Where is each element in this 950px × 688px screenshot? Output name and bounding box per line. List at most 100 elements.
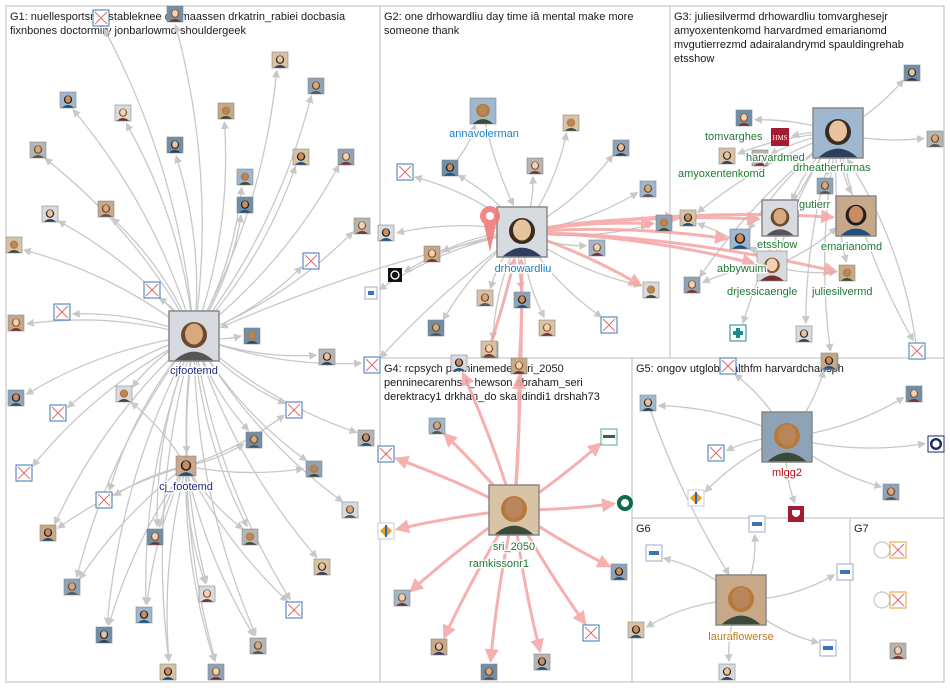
node-g4m[interactable] <box>533 653 551 671</box>
node-g4k[interactable] <box>430 638 448 656</box>
node-g1n[interactable] <box>97 200 115 218</box>
node-g3a[interactable] <box>903 64 921 82</box>
node-drhowardliu[interactable] <box>496 206 548 258</box>
node-g1ap[interactable] <box>285 601 303 619</box>
node-g2c[interactable] <box>526 157 544 175</box>
node-emarianomd[interactable] <box>835 195 877 237</box>
node-g1v[interactable] <box>243 327 261 345</box>
node-g1a[interactable] <box>166 5 184 23</box>
node-g2j[interactable] <box>364 286 378 300</box>
node-gutierr[interactable] <box>816 177 834 195</box>
node-g4g[interactable] <box>377 522 395 540</box>
node-g1ae[interactable] <box>15 464 33 482</box>
node-g1at[interactable] <box>207 663 225 681</box>
node-g6e[interactable] <box>819 639 837 657</box>
node-g2p[interactable] <box>427 319 445 337</box>
node-g1ai[interactable] <box>39 524 57 542</box>
node-g1i[interactable] <box>29 141 47 159</box>
node-juliesilvermd[interactable] <box>838 264 856 282</box>
node-g2n[interactable] <box>642 281 660 299</box>
node-g5a[interactable] <box>639 394 657 412</box>
node-g7c[interactable] <box>889 642 907 660</box>
node-g1s[interactable] <box>143 281 161 299</box>
node-g5h[interactable] <box>788 506 804 522</box>
node-g2o[interactable] <box>600 316 618 334</box>
node-g1ab[interactable] <box>285 401 303 419</box>
node-g1g[interactable] <box>217 102 235 120</box>
node-g2d[interactable] <box>562 114 580 132</box>
node-g4d[interactable] <box>510 357 528 375</box>
node-g4l[interactable] <box>480 663 498 681</box>
node-g2f[interactable] <box>639 180 657 198</box>
node-g5b[interactable] <box>719 357 737 375</box>
node-g1al[interactable] <box>313 558 331 576</box>
node-g2r[interactable] <box>538 319 556 337</box>
node-g1as[interactable] <box>159 663 177 681</box>
node-sri_2050[interactable] <box>488 484 540 536</box>
node-g1e[interactable] <box>59 91 77 109</box>
node-abbywuim[interactable] <box>729 228 751 250</box>
node-g1ag[interactable] <box>95 491 113 509</box>
node-g4i[interactable] <box>393 589 411 607</box>
node-g1ar[interactable] <box>249 637 267 655</box>
node-g1h[interactable] <box>166 136 184 154</box>
node-g1c[interactable] <box>271 51 289 69</box>
node-g1t[interactable] <box>53 303 71 321</box>
node-g1k[interactable] <box>337 148 355 166</box>
node-g6f[interactable] <box>718 663 736 681</box>
node-g1b[interactable] <box>92 9 110 27</box>
node-cjfootemd[interactable] <box>168 310 220 362</box>
node-g4f[interactable] <box>617 495 633 511</box>
node-g1am[interactable] <box>63 578 81 596</box>
node-g2b[interactable] <box>441 159 459 177</box>
node-g2e[interactable] <box>612 139 630 157</box>
node-g1x[interactable] <box>363 356 381 374</box>
node-g2k[interactable] <box>476 289 494 307</box>
node-g4h[interactable] <box>610 563 628 581</box>
node-g5i[interactable] <box>687 489 705 507</box>
node-g3f[interactable] <box>795 325 813 343</box>
node-lauraflowerse[interactable] <box>715 574 767 626</box>
node-g3e[interactable] <box>729 324 747 342</box>
node-g7a[interactable] <box>873 541 907 559</box>
node-g1m[interactable] <box>41 205 59 223</box>
node-g6a[interactable] <box>645 544 663 562</box>
node-g1ao[interactable] <box>198 585 216 603</box>
node-g1af[interactable] <box>305 460 323 478</box>
node-g3b[interactable] <box>926 130 944 148</box>
node-g1j[interactable] <box>292 148 310 166</box>
node-cj_footemd[interactable] <box>175 455 197 477</box>
node-g7b[interactable] <box>873 591 907 609</box>
node-g1f[interactable] <box>114 104 132 122</box>
node-g2m[interactable] <box>588 239 606 257</box>
node-g1d[interactable] <box>307 77 325 95</box>
node-amyoxentenkomd[interactable] <box>718 147 736 165</box>
node-harvardmed[interactable]: HMS <box>771 128 789 146</box>
node-g2a[interactable] <box>396 163 414 181</box>
node-g6d[interactable] <box>836 563 854 581</box>
node-annavolerman[interactable] <box>469 97 497 125</box>
node-g1o[interactable] <box>236 196 254 214</box>
node-g3i[interactable] <box>751 149 769 167</box>
node-g1q[interactable] <box>5 236 23 254</box>
node-g3d[interactable] <box>683 276 701 294</box>
node-g5f[interactable] <box>707 444 725 462</box>
node-g1ak[interactable] <box>241 528 259 546</box>
node-g4e[interactable] <box>600 428 618 446</box>
node-drheatherfurnas[interactable] <box>812 107 864 159</box>
node-g5g[interactable] <box>882 483 900 501</box>
node-g1p[interactable] <box>353 217 371 235</box>
node-drjessicaengle[interactable] <box>756 250 788 282</box>
node-g4b[interactable] <box>428 417 446 435</box>
node-g5e[interactable] <box>927 435 945 453</box>
node-g1w[interactable] <box>318 348 336 366</box>
node-tomvarghes[interactable] <box>735 109 753 127</box>
node-g2l[interactable] <box>513 291 531 309</box>
node-g6b[interactable] <box>748 515 766 533</box>
node-g1y[interactable] <box>7 389 25 407</box>
node-g2i[interactable] <box>388 268 402 282</box>
node-g4c[interactable] <box>450 354 468 372</box>
node-g5d[interactable] <box>905 385 923 403</box>
node-g1ah[interactable] <box>341 501 359 519</box>
node-etsshow[interactable] <box>761 199 799 237</box>
